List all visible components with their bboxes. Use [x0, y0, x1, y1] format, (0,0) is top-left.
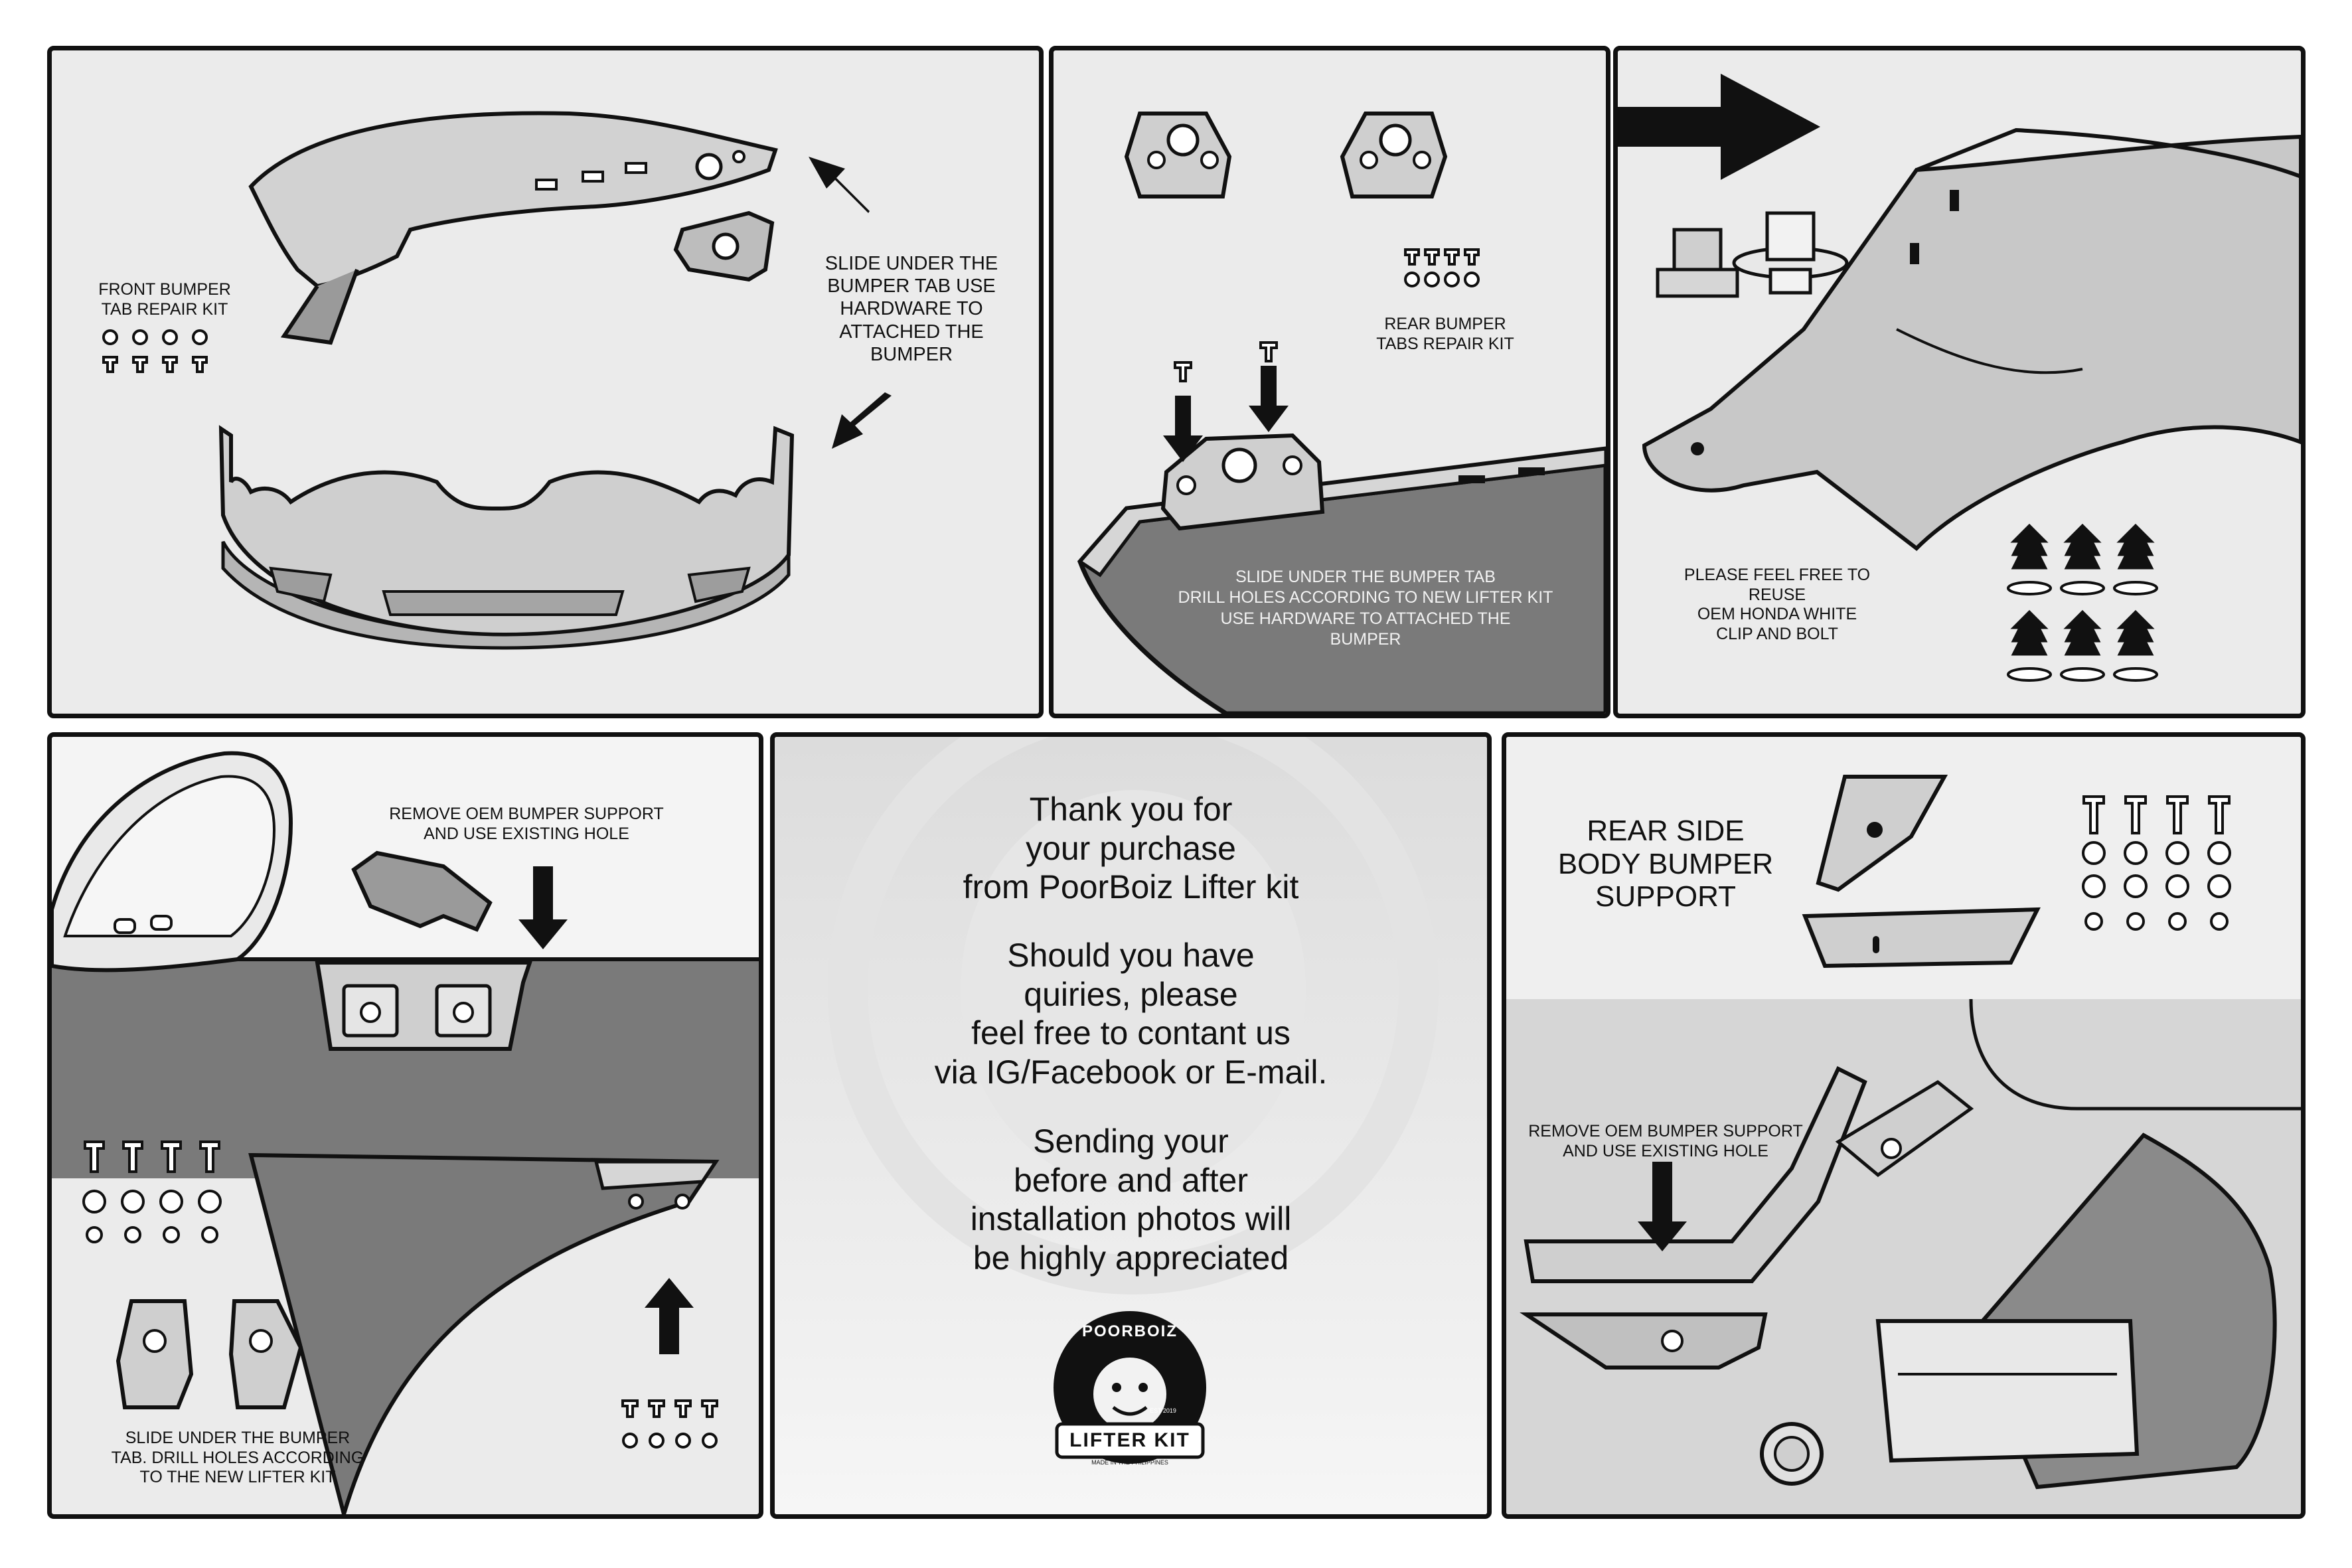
- panel-support-left: REMOVE OEM BUMPER SUPPORT AND USE EXISTI…: [47, 732, 763, 1519]
- panel-reuse-clips: PLEASE FEEL FREE TO REUSE OEM HONDA WHIT…: [1613, 46, 2306, 718]
- logo-made-in: MADE IN THE PHILIPPINES: [1091, 1459, 1168, 1466]
- rear-tabs-kit-label: REAR BUMPER TABS REPAIR KIT: [1376, 315, 1514, 353]
- front-bumper-illustration: [102, 111, 892, 650]
- poorboiz-logo: POORBOIZ LIFTER KIT EST 2019 MADE IN THE…: [1044, 1308, 1216, 1480]
- rear-tabs-instruction: SLIDE UNDER THE BUMPER TAB DRILL HOLES A…: [1178, 568, 1553, 649]
- logo-banner: LIFTER KIT: [1069, 1429, 1190, 1451]
- front-instruction: SLIDE UNDER THE BUMPER TAB USE HARDWARE …: [824, 253, 998, 365]
- panel-thank-you: Thank you for your purchase from PoorBoi…: [770, 732, 1492, 1519]
- reuse-clips-note: PLEASE FEEL FREE TO REUSE OEM HONDA WHIT…: [1684, 566, 1871, 643]
- thank-you-paragraph-1: Thank you for your purchase from PoorBoi…: [963, 791, 1299, 905]
- rear-side-remove-note: REMOVE OEM BUMPER SUPPORT AND USE EXISTI…: [1528, 1122, 1803, 1160]
- support-left-instruction: SLIDE UNDER THE BUMPER TAB. DRILL HOLES …: [111, 1429, 364, 1486]
- reuse-clips-illustration: [1618, 74, 2301, 682]
- rear-tabs-illustration: [1077, 112, 1606, 714]
- logo-badge-icon: [1054, 1311, 1206, 1464]
- support-left-illustration: [52, 737, 759, 1514]
- rear-side-illustration: [1506, 737, 2301, 1514]
- rear-side-title: REAR SIDE BODY BUMPER SUPPORT: [1557, 815, 1774, 913]
- panel-front-bumper: FRONT BUMPER TAB REPAIR KIT SLIDE UNDER …: [47, 46, 1044, 718]
- thank-you-paragraph-3: Sending your before and after installati…: [970, 1123, 1292, 1277]
- logo-est: EST 2019: [1150, 1407, 1176, 1414]
- panel-rear-side-support: REAR SIDE BODY BUMPER SUPPORT REMOVE OEM…: [1502, 732, 2306, 1519]
- thank-you-paragraph-2: Should you have quiries, please feel fre…: [934, 937, 1328, 1091]
- support-left-remove-note: REMOVE OEM BUMPER SUPPORT AND USE EXISTI…: [389, 805, 664, 843]
- front-kit-label: FRONT BUMPER TAB REPAIR KIT: [98, 280, 231, 319]
- logo-text: POORBOIZ: [1081, 1322, 1178, 1340]
- panel-rear-bumper-tabs: REAR BUMPER TABS REPAIR KIT SLIDE UNDER …: [1049, 46, 1610, 718]
